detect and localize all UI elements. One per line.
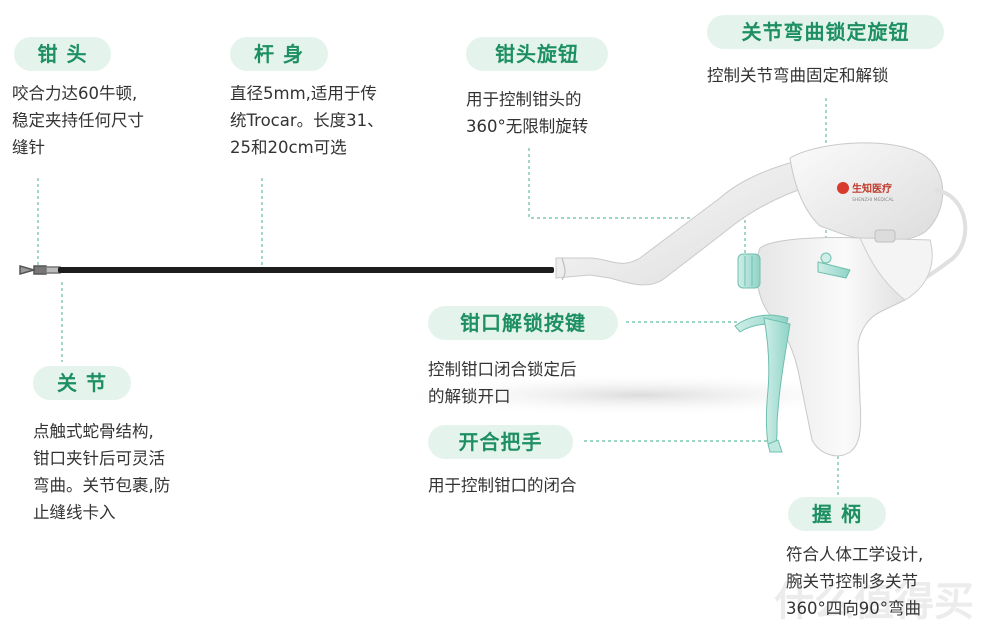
label-grip-desc: 符合人体工学设计, 腕关节控制多关节 360°四向90°弯曲 <box>786 545 924 618</box>
label-grip-title: 握 柄 <box>788 497 886 531</box>
jaw-knob <box>737 253 761 289</box>
label-joint-desc: 点触式蛇骨结构, 钳口夹针后可灵活 弯曲。关节包裹,防 止缝线卡入 <box>33 422 171 522</box>
logo-mark <box>837 182 849 194</box>
label-unlock-desc: 控制钳口闭合锁定后 的解锁开口 <box>428 360 577 406</box>
top-cap <box>874 229 896 243</box>
bend-lock-knob <box>820 252 832 264</box>
label-jaw-knob-desc: 用于控制钳头的 360°无限制旋转 <box>466 90 589 136</box>
label-unlock-title: 钳口解锁按键 <box>428 306 618 340</box>
label-bend-lock-desc: 控制关节弯曲固定和解锁 <box>707 66 889 85</box>
upper-housing <box>789 142 944 242</box>
label-jaw-title: 钳 头 <box>14 37 111 71</box>
label-trigger-title: 开合把手 <box>428 425 573 459</box>
watermark: 什么值得买 <box>774 579 974 625</box>
shaft <box>58 267 554 273</box>
label-jaw-desc: 咬合力达60牛顿, 稳定夹持任何尺寸 缝针 <box>12 84 144 157</box>
logo-text: 生知医疗 <box>852 182 892 195</box>
label-jaw-knob-title: 钳头旋钮 <box>466 37 608 71</box>
leader-jaw-knob <box>528 148 746 258</box>
label-shaft-desc: 直径5mm,适用于传 统Trocar。长度31、 25和20cm可选 <box>230 84 384 157</box>
jaw-tip <box>19 265 61 275</box>
ground-shadow <box>390 373 890 417</box>
label-trigger-desc: 用于控制钳口的闭合 <box>428 476 577 495</box>
bend-lock-lever <box>817 261 851 279</box>
logo-subtext: SHENZHI MEDICAL <box>852 197 894 203</box>
label-bend-lock-title: 关节弯曲锁定旋钮 <box>707 15 944 49</box>
label-joint-title: 关 节 <box>33 366 131 400</box>
label-shaft-title: 杆 身 <box>230 37 328 71</box>
